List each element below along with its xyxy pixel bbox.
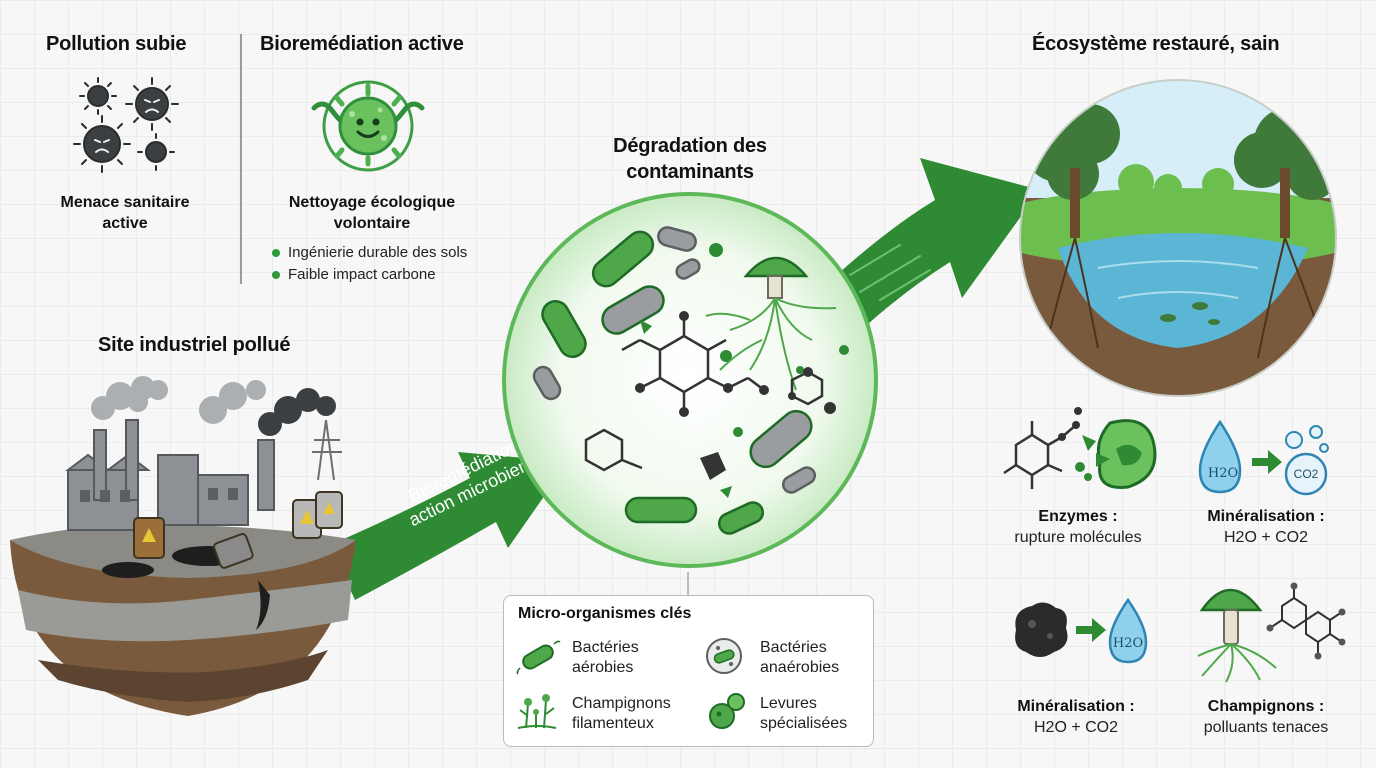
legend-item-anaerobic: Bactéries anaérobies bbox=[760, 638, 839, 678]
bioremediation-bullets: Ingénierie durable des sols Faible impac… bbox=[272, 244, 467, 283]
legend-item-line1: Bactéries bbox=[572, 639, 639, 656]
legend-item-fungi: Champignons filamenteux bbox=[572, 694, 671, 734]
bioremediation-caption-line1: Nettoyage écologique bbox=[288, 194, 456, 211]
degradation-title-line1: Dégradation des bbox=[613, 135, 767, 157]
h2o-glyph: H2O bbox=[1112, 636, 1144, 651]
pollution-title: Pollution subie bbox=[46, 33, 187, 55]
legend-item-line2: spécialisées bbox=[760, 715, 848, 732]
filamentous-fungi-icon bbox=[517, 694, 557, 729]
degradation-title: Dégradation des contaminants bbox=[580, 133, 800, 185]
section-divider bbox=[240, 34, 242, 284]
anaerobic-bacteria-icon bbox=[706, 638, 742, 674]
restored-ecosystem-icon bbox=[1019, 79, 1337, 397]
micro-organisms-legend: Micro-organismes clés Bactéries aérobies… bbox=[503, 595, 874, 747]
pollution-caption-line2: active bbox=[102, 215, 148, 232]
legend-item-line1: Levures bbox=[760, 695, 817, 712]
legend-item-line2: anaérobies bbox=[760, 659, 840, 676]
bullet-dot bbox=[272, 270, 280, 279]
yeast-icon bbox=[709, 693, 745, 729]
mushroom-network-icon bbox=[1197, 582, 1346, 683]
ecosystem-title: Écosystème restauré, sain bbox=[1032, 33, 1280, 55]
pollution-caption-line1: Menace sanitaire bbox=[60, 194, 190, 211]
legend-item-yeast: Levures spécialisées bbox=[760, 694, 847, 734]
legend-item-line2: filamenteux bbox=[572, 715, 654, 732]
virus-cluster-icon bbox=[73, 77, 179, 173]
bullet-text: Faible impact carbone bbox=[288, 266, 436, 283]
pollutant-to-water-icon bbox=[1015, 597, 1148, 664]
process-subtitle: H2O + CO2 bbox=[1033, 719, 1119, 736]
bioremediation-title: Bioremédiation active bbox=[260, 33, 464, 55]
legend-item-line1: Champignons bbox=[572, 695, 671, 712]
degradation-title-line2: contaminants bbox=[626, 161, 754, 183]
legend-item-line2: aérobies bbox=[572, 659, 634, 676]
process-subtitle: rupture molécules bbox=[1014, 529, 1142, 546]
legend-connector bbox=[687, 572, 689, 596]
legend-title: Micro-organismes clés bbox=[518, 605, 692, 622]
legend-item-aerobic: Bactéries aérobies bbox=[572, 638, 639, 678]
bullet-item: Ingénierie durable des sols bbox=[272, 244, 467, 261]
process-subtitle: H2O + CO2 bbox=[1223, 529, 1309, 546]
process-enzymes: Enzymes : rupture molécules bbox=[998, 506, 1158, 548]
degradation-circle bbox=[502, 192, 878, 568]
aerobic-bacteria-icon bbox=[516, 640, 561, 675]
site-title: Site industriel pollué bbox=[98, 334, 291, 356]
co2-glyph: CO2 bbox=[1293, 467, 1319, 481]
enzyme-icon bbox=[1003, 407, 1157, 489]
process-title: Minéralisation : bbox=[1207, 508, 1325, 525]
process-title: Minéralisation : bbox=[1017, 698, 1135, 715]
bullet-text: Ingénierie durable des sols bbox=[288, 244, 468, 261]
h2o-glyph: H2O bbox=[1207, 466, 1239, 481]
water-to-co2-icon bbox=[1198, 419, 1329, 496]
process-fungi: Champignons : polluants tenaces bbox=[1186, 696, 1346, 738]
legend-item-line1: Bactéries bbox=[760, 639, 827, 656]
process-title: Champignons : bbox=[1207, 698, 1325, 715]
bullet-item: Faible impact carbone bbox=[272, 266, 467, 283]
process-title: Enzymes : bbox=[1038, 508, 1118, 525]
process-subtitle: polluants tenaces bbox=[1203, 719, 1329, 736]
happy-microbe-icon bbox=[311, 80, 425, 172]
bioremediation-caption-line2: volontaire bbox=[333, 215, 411, 232]
bioremediation-caption: Nettoyage écologique volontaire bbox=[262, 192, 482, 234]
process-mineralisation-2: Minéralisation : H2O + CO2 bbox=[996, 696, 1156, 738]
bullet-dot bbox=[272, 248, 280, 257]
polluted-factory-island bbox=[10, 376, 356, 716]
process-mineralisation-1: Minéralisation : H2O + CO2 bbox=[1186, 506, 1346, 548]
pollution-caption: Menace sanitaire active bbox=[30, 192, 220, 234]
